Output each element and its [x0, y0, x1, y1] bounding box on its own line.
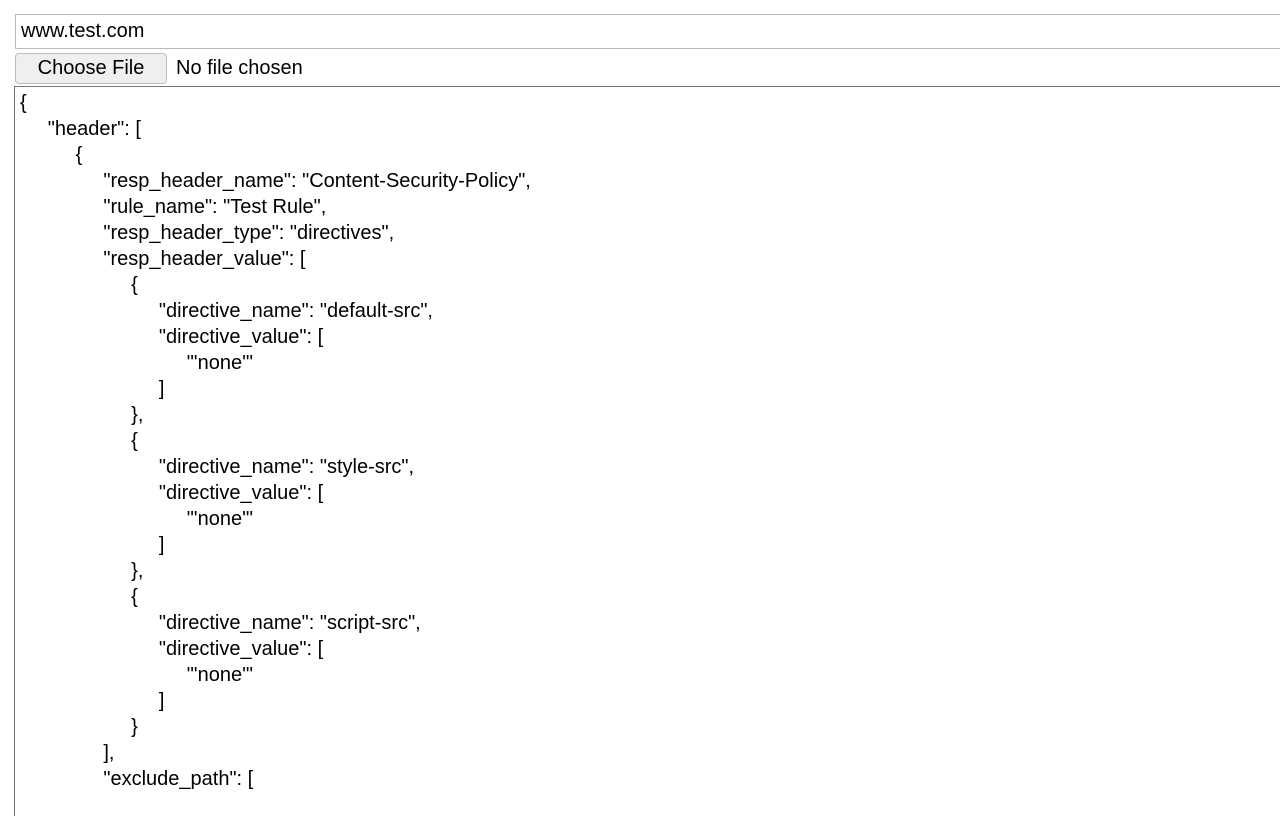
- json-editor-textarea[interactable]: { "header": [ { "resp_header_name": "Con…: [14, 86, 1280, 816]
- choose-file-button[interactable]: Choose File: [15, 52, 167, 84]
- url-input[interactable]: [15, 14, 1280, 49]
- file-status-text: No file chosen: [176, 57, 303, 79]
- file-picker: Choose File No file chosen: [15, 52, 303, 84]
